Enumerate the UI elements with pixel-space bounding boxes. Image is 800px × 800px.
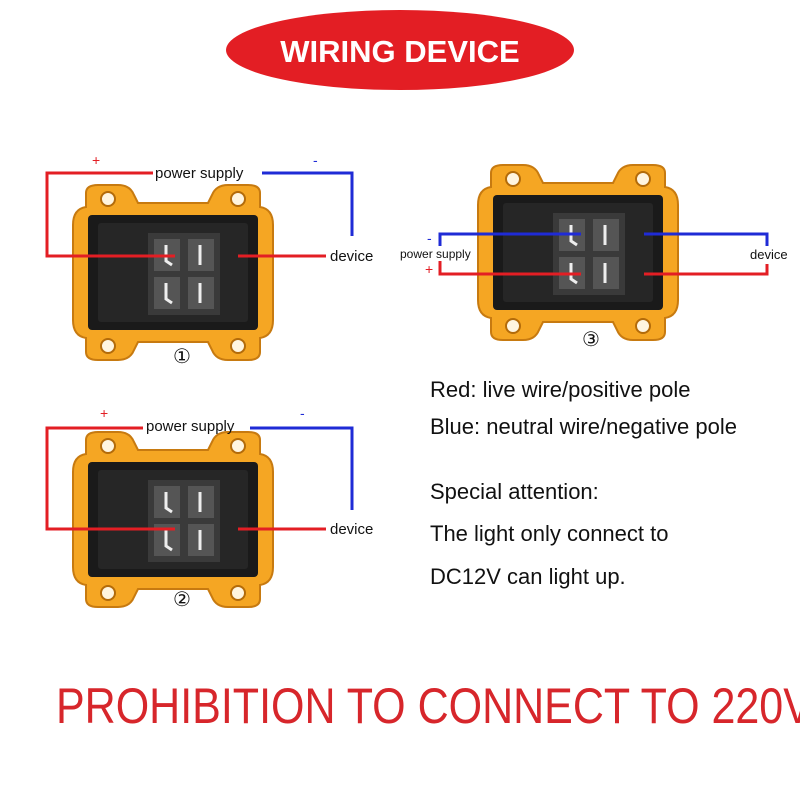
diagram-number-3: ③ (582, 327, 600, 351)
blue-wire-2 (250, 426, 354, 510)
blue-wire-3-device (644, 232, 769, 246)
diagram-1: + - power supply device ① (45, 152, 373, 368)
blue-wire-1 (262, 171, 354, 236)
red-wire-2 (45, 426, 175, 531)
attention-line-2: DC12V can light up. (430, 564, 626, 589)
legend-red: Red: live wire/positive pole (430, 377, 691, 402)
device-label-3: device (750, 247, 788, 262)
diagram-3: - + power supply device ③ (400, 163, 788, 351)
attention-line-1: The light only connect to (430, 521, 669, 546)
switch-housing-2 (71, 430, 275, 609)
red-wire-1 (45, 171, 175, 258)
plus-label-3: + (425, 261, 433, 277)
red-wire-3 (438, 261, 581, 276)
minus-label-3: - (427, 230, 432, 246)
warning-text: PROHIBITION TO CONNECT TO 220V (56, 678, 800, 734)
diagram-number-2: ② (173, 587, 191, 611)
power-supply-label-3: power supply (400, 247, 471, 261)
switch-housing-3 (476, 163, 680, 342)
plus-label-2: + (100, 405, 108, 421)
diagram-number-1: ① (173, 344, 191, 368)
legend-blue: Blue: neutral wire/negative pole (430, 414, 737, 439)
device-label-2: device (330, 521, 373, 538)
red-wire-3-device (644, 264, 769, 276)
minus-label-2: - (300, 405, 305, 421)
blue-wire-3 (438, 232, 581, 246)
diagram-2: + - power supply device ② (45, 405, 373, 611)
device-label-1: device (330, 248, 373, 265)
minus-label-1: - (313, 152, 318, 168)
title-pill (226, 10, 574, 90)
power-supply-label-2: power supply (146, 418, 235, 435)
plus-label-1: + (92, 152, 100, 168)
power-supply-label-1: power supply (155, 165, 244, 182)
switch-housing-1 (71, 183, 275, 362)
page-title: WIRING DEVICE (280, 34, 519, 69)
attention-title: Special attention: (430, 479, 599, 504)
